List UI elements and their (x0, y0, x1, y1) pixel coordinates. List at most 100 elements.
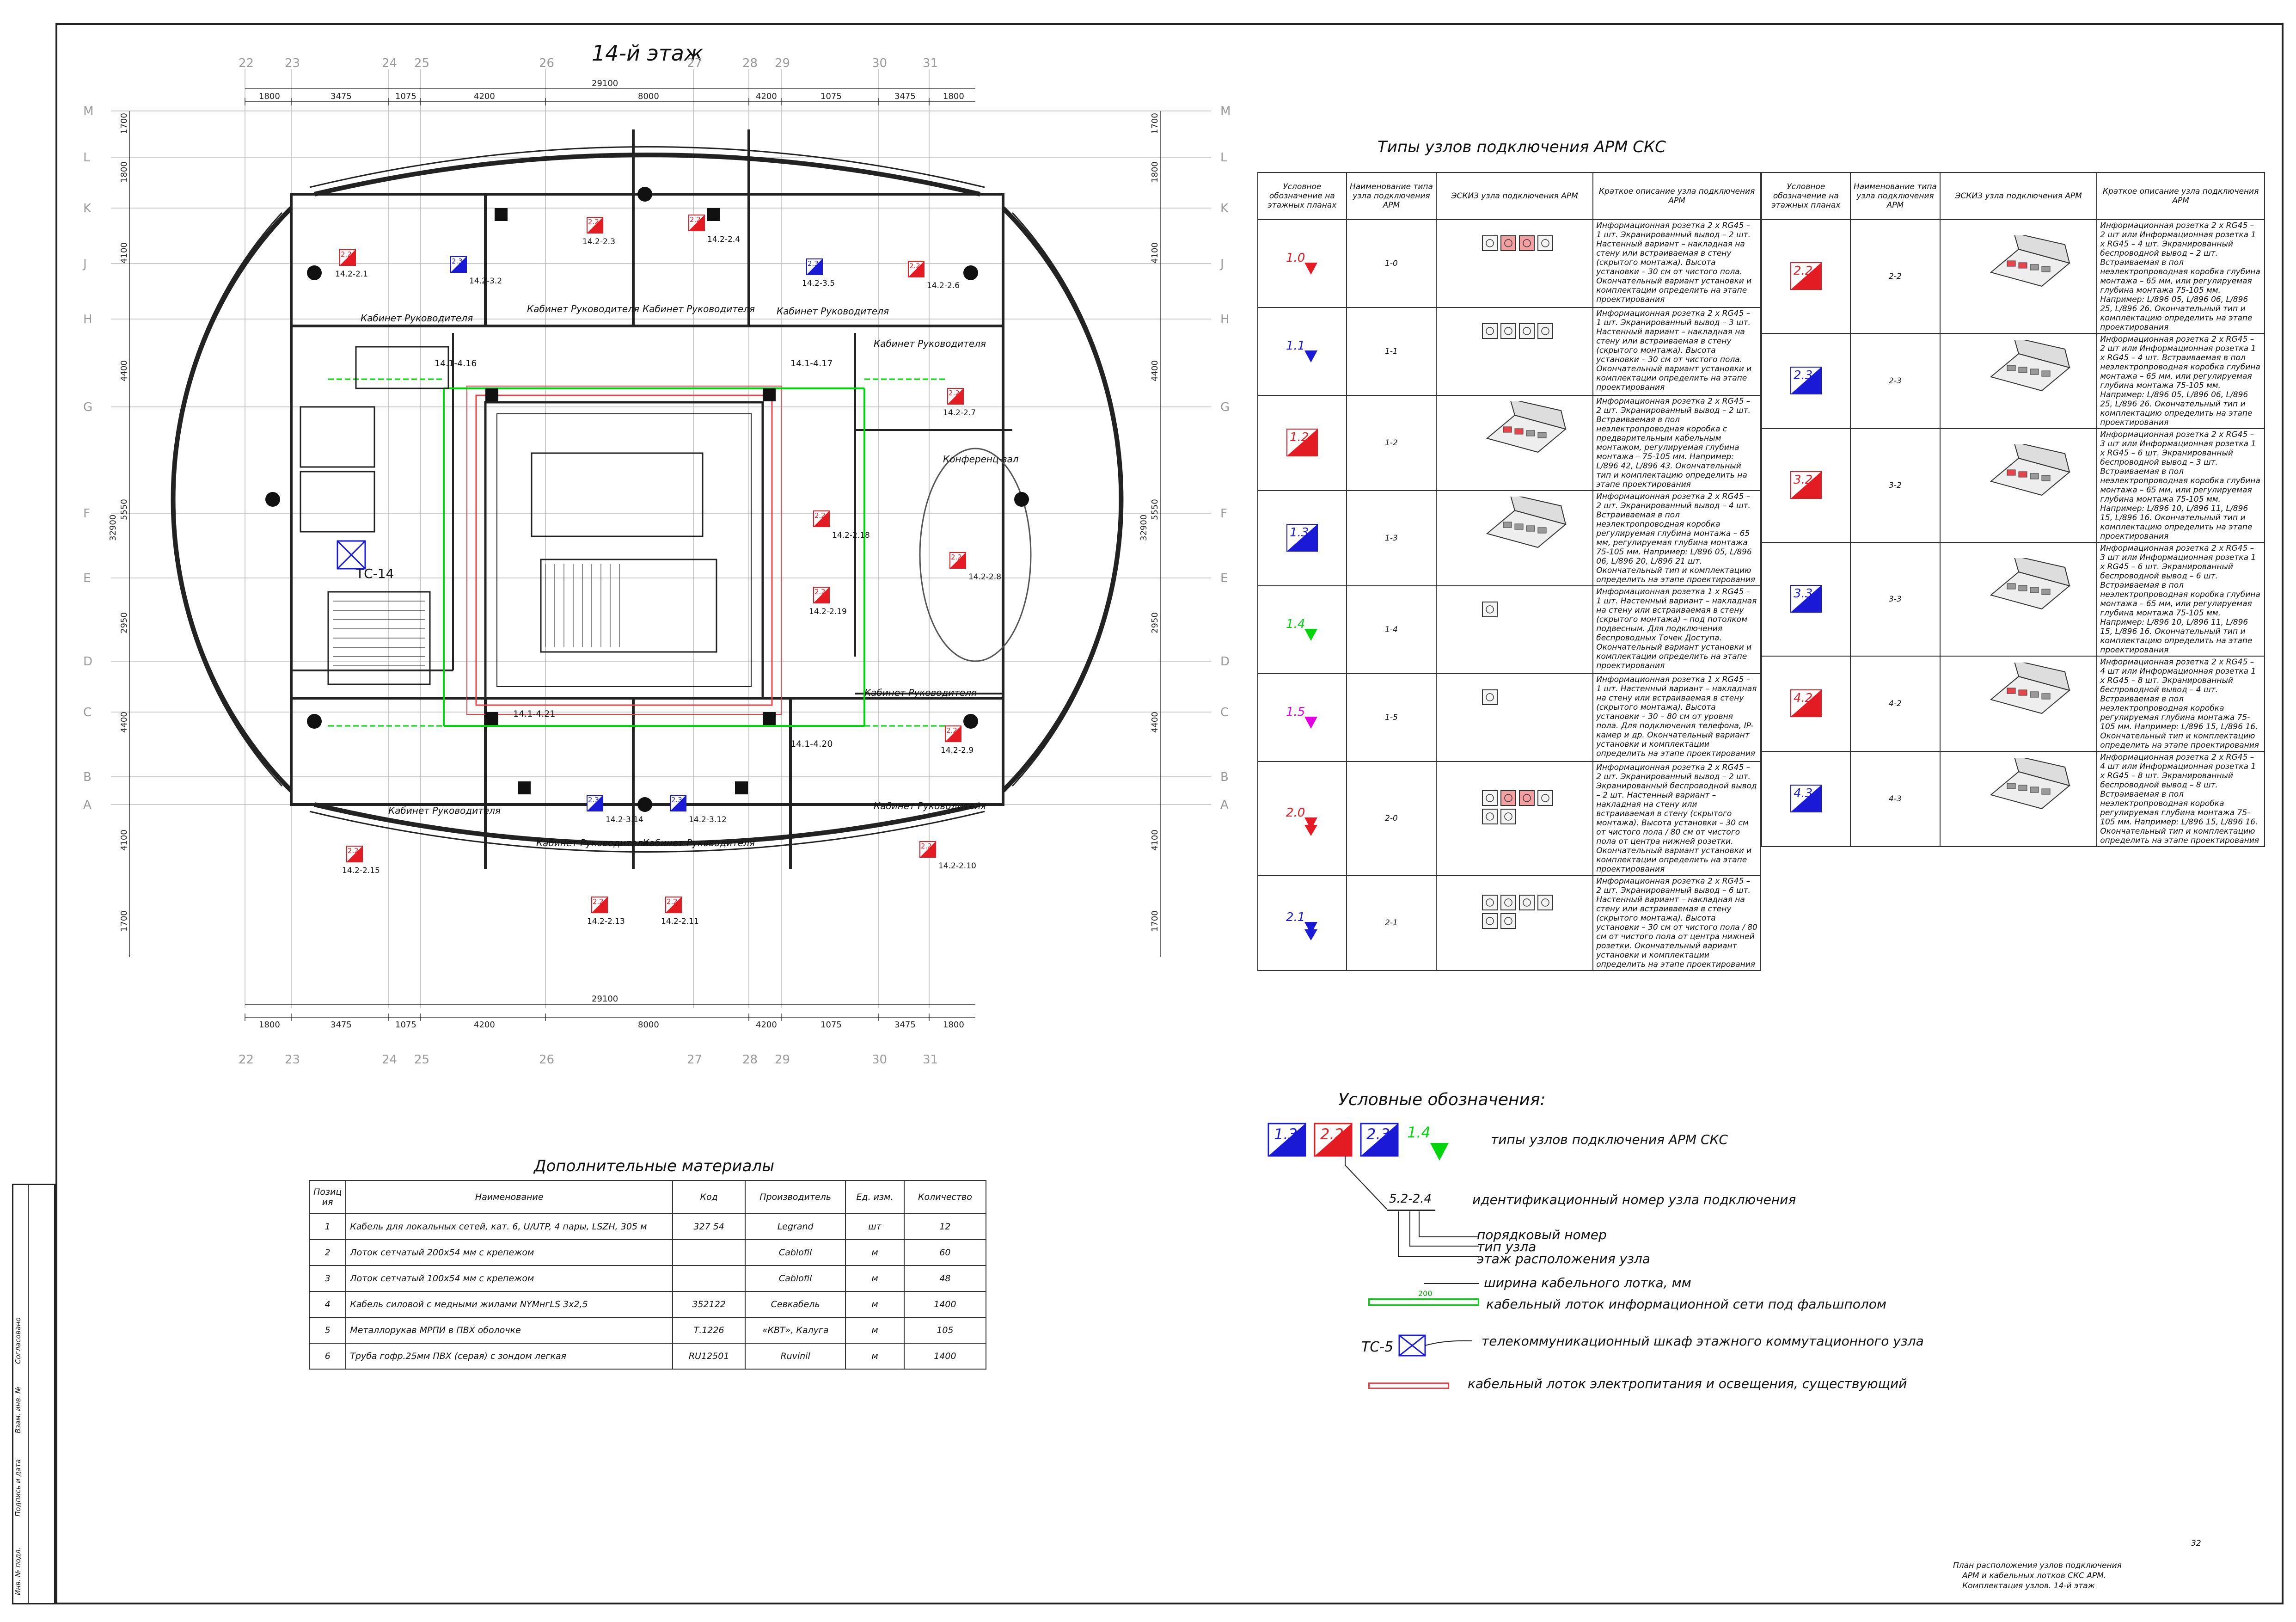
col-header: Наименование типа узла подключения АРМ (1346, 172, 1437, 220)
node-type-symbol-icon: 1.2 (1286, 428, 1318, 456)
node-id-label: 14.2-2.19 (809, 607, 847, 616)
node-type-symbol-icon: 1.4 (1286, 617, 1317, 641)
col-header: Количество (903, 1180, 987, 1214)
room-label: Кабинет Руководителя (874, 338, 986, 349)
node-sketch-icon (1990, 555, 2070, 609)
table-cell: 48 (903, 1265, 987, 1292)
wall-node-label: 14.1-4.21 (513, 709, 555, 719)
col-header: ЭСКИЗ узла подключения АРМ (1436, 172, 1594, 220)
node-description: Информационная розетка 2 х RG45 – 3 шт и… (2096, 428, 2265, 543)
svg-text:3.2: 3.2 (1794, 473, 1812, 487)
room-label: Кабинет Руководителя (643, 303, 755, 314)
axis-label-y: J (82, 257, 87, 271)
svg-text:4.3: 4.3 (1794, 786, 1812, 800)
table-cell: 2 (308, 1239, 347, 1266)
node-sketch-cell (1436, 761, 1594, 876)
node-type-name: 2-2 (1849, 219, 1941, 334)
table-cell: Лоток сетчатый 200х54 мм с крепежом (345, 1239, 673, 1266)
table-cell: Кабель силовой с медными жилами NYMнгLS … (345, 1291, 673, 1318)
node-sketch-cell (1940, 656, 2098, 752)
node-description: Информационная розетка 2 х RG45 – 4 шт и… (2096, 656, 2265, 752)
telecom-cabinet-icon (337, 540, 366, 570)
dimension-value: 1075 (395, 1020, 416, 1030)
col-header: Позиц ия (308, 1180, 347, 1214)
node-symbol-cell: 1.4 (1257, 585, 1347, 674)
node-description: Информационная розетка 2 х RG45 – 2 шт. … (1592, 490, 1761, 586)
axis-label-y: C (83, 706, 92, 719)
node-type-symbol-icon: 3.3 (1790, 584, 1822, 613)
col-header: Код (672, 1180, 746, 1214)
axis-label-y: F (1220, 507, 1227, 521)
dimension-value: 1075 (820, 1020, 842, 1030)
svg-text:1.1: 1.1 (1286, 339, 1305, 353)
room-label: Кабинет Руководителя (643, 837, 755, 848)
node-type-label: 2.2 (348, 847, 359, 855)
legend-symbol-label: 1.4 (1407, 1124, 1431, 1141)
node-type-label: 2.3 (588, 796, 599, 804)
dimension-value: 1800 (259, 1020, 280, 1030)
axis-label-x: 26 (539, 1053, 554, 1063)
col-header: Наименование типа узла подключения АРМ (1849, 172, 1941, 220)
node-type-label: 2.2 (949, 389, 960, 397)
table-cell: 1400 (903, 1343, 987, 1370)
table-cell: Т.1226 (672, 1317, 746, 1344)
node-type-label: 2.2 (690, 215, 701, 224)
node-marker: 2.214.2-2.10 (919, 841, 976, 871)
node-type-name: 1-4 (1346, 585, 1437, 674)
node-id-label: 14.2-3.14 (606, 815, 643, 824)
node-symbol-cell: 2.0 (1257, 761, 1347, 876)
axis-label-y: J (1219, 257, 1224, 271)
node-type-label: 2.2 (951, 553, 962, 561)
table-cell: Севкабель (745, 1291, 846, 1318)
svg-text:1.2: 1.2 (1290, 430, 1309, 444)
col-header: Условное обозначение на этажных планах (1257, 172, 1347, 220)
node-symbol-cell: 2.1 (1257, 875, 1347, 971)
plan-title: 14-й этаж (592, 41, 704, 66)
axis-label-x: 23 (285, 1053, 300, 1063)
node-sketch-cell (1436, 875, 1594, 971)
table-cell: 12 (903, 1213, 987, 1240)
node-id-label: 14.2-3.5 (802, 279, 835, 288)
node-sketch-icon (1482, 894, 1553, 929)
wall-node-label: 14.1-4.17 (790, 358, 833, 369)
node-symbol-cell: 1.1 (1257, 307, 1347, 396)
node-sketch-cell (1436, 673, 1594, 762)
room-label: Кабинет Руководителя (536, 837, 649, 848)
table-cell: RU12501 (672, 1343, 746, 1370)
dimension-value: 4100 (119, 829, 129, 851)
side-stamp (12, 1184, 55, 1604)
node-sketch-icon (1486, 493, 1567, 548)
node-id-label: 14.2-2.3 (582, 237, 615, 246)
dimension-value: 3475 (331, 92, 352, 101)
dimension-value: 4200 (474, 1020, 495, 1030)
node-type-label: 2.2 (946, 726, 957, 735)
overall-dimension: 32900 (108, 515, 118, 541)
table-cell: Лоток сетчатый 100х54 мм с крепежом (345, 1265, 673, 1292)
node-id-label: 14.2-2.8 (968, 572, 1001, 582)
stamp-line: Комплектация узлов. 14-й этаж (1962, 1581, 2095, 1591)
legend-leaders (1345, 1156, 1479, 1257)
node-marker: 2.214.2-2.6 (908, 261, 960, 290)
axis-label-x: 24 (382, 56, 397, 70)
axis-label-y: L (83, 151, 90, 165)
legend-symbol-label: 2.3 (1366, 1125, 1390, 1143)
axis-label-x: 29 (775, 56, 790, 70)
node-type-name: 4-3 (1849, 751, 1941, 847)
col-header: Краткое описание узла подключения АРМ (1592, 172, 1761, 220)
axis-label-y: D (1220, 655, 1230, 669)
node-id-label: 14.2-3.2 (469, 276, 502, 286)
node-description: Информационная розетка 2 х RG45 – 2 шт. … (1592, 875, 1761, 971)
node-type-symbol-icon: 4.3 (1790, 784, 1822, 812)
legend-symbol-label: 2.2 (1320, 1125, 1344, 1143)
node-symbol-cell: 1.2 (1257, 395, 1347, 491)
node-sketch-icon (1990, 337, 2070, 391)
node-type-name: 2-3 (1849, 333, 1941, 429)
svg-text:1.4: 1.4 (1286, 617, 1305, 631)
dimension-value: 4400 (119, 712, 129, 733)
table-cell (672, 1239, 746, 1266)
